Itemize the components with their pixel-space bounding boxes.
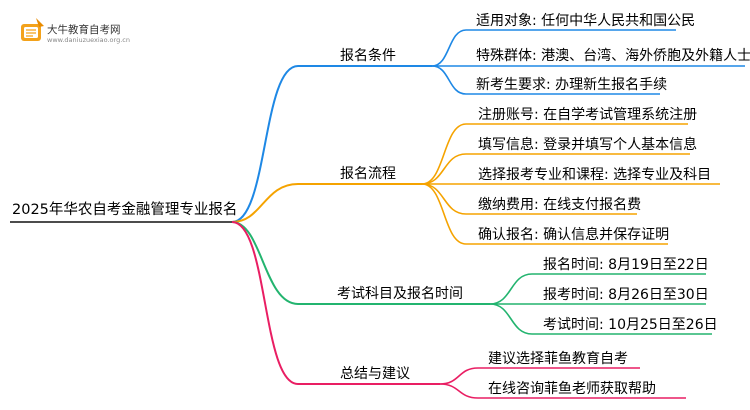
connector [421,183,467,245]
connector [231,183,299,223]
connector [421,153,467,185]
branch-label: 总结与建议 [340,366,410,382]
leaf-label: 新考生要求: 办理新生报名手续 [476,76,667,93]
leaf-label: 适用对象: 任何中华人民共和国公民 [476,13,695,29]
logo-url: www.daniuzuexiao.org.cn [47,36,130,44]
branch-process: 报名流程 注册账号: 在自学考试管理系统注册 填写信息: 登录并填写个人基本信息… [231,107,720,245]
branch-label: 报名流程 [340,166,396,182]
connector [421,183,467,215]
site-logo: 大牛教育自考网 www.daniuzuexiao.org.cn [21,18,130,44]
connector [431,29,467,67]
connector [439,367,479,385]
branch-label: 考试科目及报名时间 [337,286,463,302]
connector [489,273,533,305]
leaf-label: 考试时间: 10月25日至26日 [543,317,718,333]
leaf-label: 报名时间: 8月19日至22日 [543,257,709,273]
leaf-label: 建议选择菲鱼教育自考 [488,350,628,367]
leaf-label: 报考时间: 8月26日至30日 [543,287,709,303]
connector [421,123,467,185]
leaf-label: 特殊群体: 港澳、台湾、海外侨胞及外籍人士 [476,47,750,64]
connector [431,65,467,95]
root-label: 2025年华农自考金融管理专业报名 [12,201,237,218]
leaf-label: 选择报考专业和课程: 选择专业及科目 [478,167,711,183]
leaf-label: 确认报名: 确认信息并保存证明 [478,226,669,243]
leaf-label: 在线咨询菲鱼老师获取帮助 [488,380,656,397]
book-icon [21,18,44,41]
root-node: 2025年华农自考金融管理专业报名 [10,201,237,223]
connector [231,221,299,385]
logo-name: 大牛教育自考网 [47,23,121,36]
leaf-label: 注册账号: 在自学考试管理系统注册 [478,107,697,123]
connector [231,221,299,305]
branch-conditions: 报名条件 适用对象: 任何中华人民共和国公民 特殊群体: 港澳、台湾、海外侨胞及… [231,13,750,223]
leaf-label: 填写信息: 登录并填写个人基本信息 [478,136,697,153]
connector [231,65,299,223]
branch-summary: 总结与建议 建议选择菲鱼教育自考 在线咨询菲鱼老师获取帮助 [231,221,686,399]
connector [439,383,479,399]
leaf-label: 缴纳费用: 在线支付报名费 [478,197,641,213]
connector [489,303,533,335]
branch-label: 报名条件 [340,47,396,64]
branch-schedule: 考试科目及报名时间 报名时间: 8月19日至22日 报考时间: 8月26日至30… [231,221,718,335]
